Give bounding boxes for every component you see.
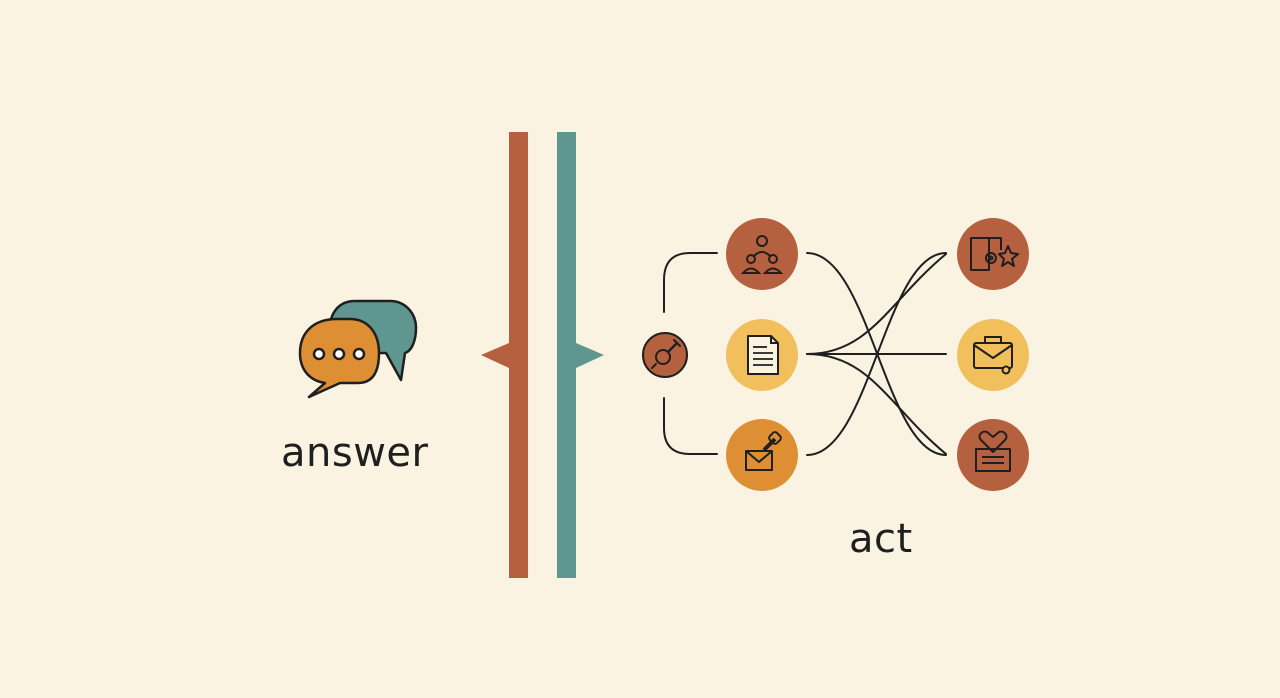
people-group-icon <box>726 218 798 290</box>
gear-wrench-icon <box>642 332 688 378</box>
rust-divider-bar <box>481 132 528 578</box>
chat-bubbles-icon <box>298 299 418 399</box>
act-label: act <box>849 516 913 562</box>
answer-label: answer <box>281 430 429 476</box>
briefcase-icon <box>957 319 1029 391</box>
teal-divider-bar <box>557 132 604 578</box>
clipboard-settings-icon <box>957 218 1029 290</box>
envelope-link-icon <box>726 419 798 491</box>
connector-lines <box>663 252 947 456</box>
document-icon <box>726 319 798 391</box>
heart-ticket-icon <box>957 419 1029 491</box>
